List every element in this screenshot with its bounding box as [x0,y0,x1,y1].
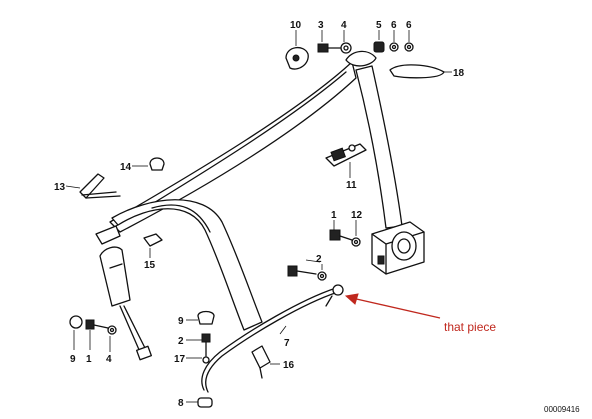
part-number: 6 [406,20,412,31]
part-number: 2 [178,336,184,347]
part-number: 4 [341,20,347,31]
part-number: 1 [86,354,92,365]
part-number: 6 [391,20,397,31]
retractor-bolt [329,229,361,247]
part-number: 17 [174,354,186,365]
part-number: 15 [144,260,156,271]
part-number: 5 [376,20,382,31]
annotation-arrow [344,293,441,319]
upper-cover-plate [285,47,309,70]
top-washers [373,41,414,53]
height-adjuster [325,143,367,167]
belt-clip [79,173,121,199]
part-number: 11 [346,180,357,191]
part-number: 9 [70,354,76,365]
top-bolt [317,42,352,54]
lap-belt-strap [111,199,263,331]
lower-center-hardware [197,310,215,408]
part-number: 18 [453,68,465,79]
part-number: 4 [106,354,112,365]
cable-clip-16 [251,345,271,379]
upper-anchor-plate [345,50,377,67]
cap-cover [149,157,165,171]
part-number: 8 [178,398,184,409]
retractor-unit [371,221,425,275]
part-number: 1 [331,210,337,221]
cover-trim [389,64,445,79]
cable-7 [201,284,344,393]
buckle-stalk [95,225,152,361]
cable-bolt [287,265,327,281]
annotation-label: that piece [444,320,496,334]
part-number: 12 [351,210,363,221]
part-number: 14 [120,162,132,173]
part-number: 10 [290,20,302,31]
part-number: 2 [316,254,322,265]
diagram-code: 00009416 [544,405,580,414]
lap-nut [143,233,163,247]
part-number: 9 [178,316,184,327]
lower-left-hardware [69,315,117,335]
part-number: 3 [318,20,324,31]
part-number: 16 [283,360,295,371]
part-number: 7 [284,338,290,349]
part-number: 13 [54,182,66,193]
